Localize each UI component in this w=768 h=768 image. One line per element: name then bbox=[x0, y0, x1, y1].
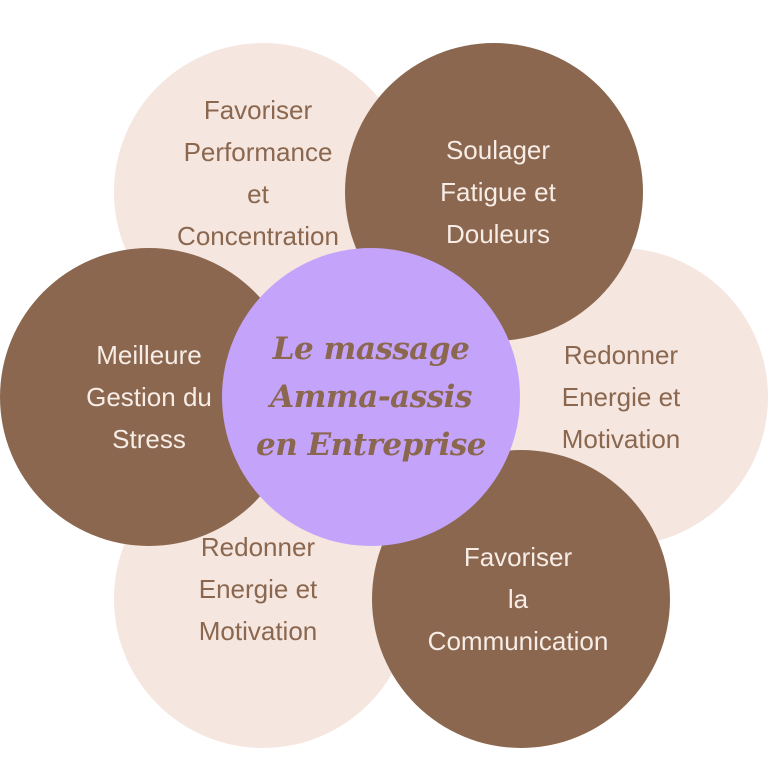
petal-fatigue-label: Soulager Fatigue et Douleurs bbox=[440, 135, 556, 249]
petal-stress-label: Meilleure Gestion du Stress bbox=[86, 340, 212, 454]
center-title: Le massage Amma-assis en Entreprise bbox=[255, 331, 487, 463]
petal-energie-right-label: Redonner Energie et Motivation bbox=[561, 340, 681, 454]
petal-performance-label: Favoriser Performance et Concentration bbox=[177, 95, 339, 251]
center-circle: Le massage Amma-assis en Entreprise bbox=[222, 248, 520, 546]
petal-energie-bottom-label: Redonner Energie et Motivation bbox=[198, 532, 318, 646]
petal-communication-label: Favoriser la Communication bbox=[427, 542, 609, 656]
